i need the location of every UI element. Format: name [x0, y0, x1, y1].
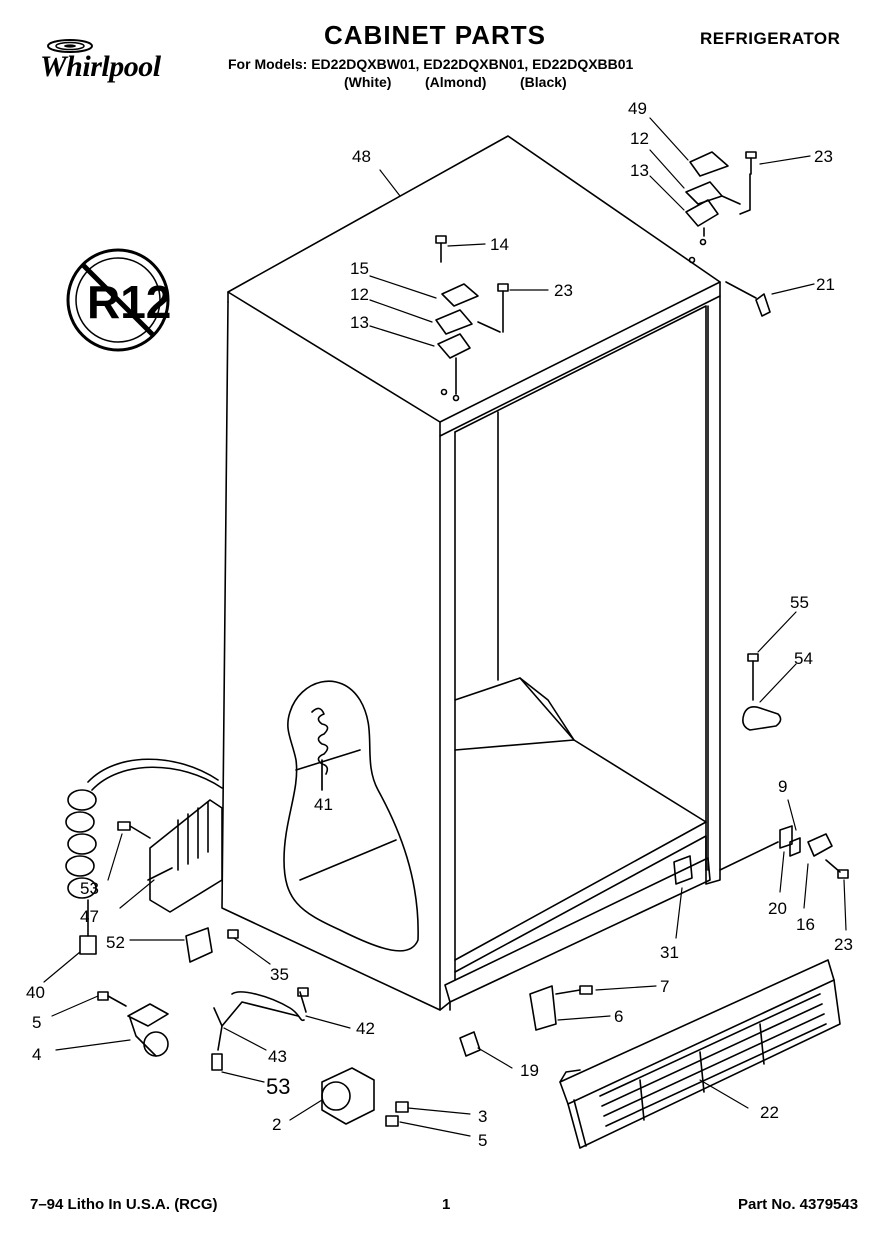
- part-31-block: [673, 855, 693, 885]
- callout-13-center: 13: [350, 313, 369, 332]
- callout-41: 41: [314, 795, 333, 814]
- part-number: Part No. 4379543: [738, 1196, 859, 1213]
- callout-7: 7: [660, 977, 669, 996]
- callout-52: 52: [106, 933, 125, 952]
- callout-21: 21: [816, 275, 835, 294]
- finish-almond: (Almond): [425, 74, 487, 90]
- callout-13-upper: 13: [630, 161, 649, 180]
- part-52-clip: [185, 927, 239, 963]
- callout-35: 35: [270, 965, 289, 984]
- callout-22: 22: [760, 1103, 779, 1122]
- callout-23-center: 23: [554, 281, 573, 300]
- lower-right-bracket-parts: [719, 825, 849, 879]
- callout-47: 47: [80, 907, 99, 926]
- callout-40: 40: [26, 983, 45, 1002]
- caster-right: [321, 1067, 409, 1127]
- callout-53-lower: 53: [266, 1074, 290, 1099]
- spring-part-41: [311, 707, 329, 791]
- callout-19: 19: [520, 1061, 539, 1080]
- part-19-clip: [459, 1031, 481, 1057]
- callout-5-left: 5: [32, 1013, 41, 1032]
- page-title: CABINET PARTS: [324, 20, 546, 50]
- callout-16: 16: [796, 915, 815, 934]
- brand-name: Whirlpool: [40, 50, 161, 83]
- leveler-tube: [211, 987, 309, 1071]
- callout-15: 15: [350, 259, 369, 278]
- center-hinge: [435, 235, 509, 402]
- callout-23-lower: 23: [834, 935, 853, 954]
- callout-20: 20: [768, 899, 787, 918]
- finish-black: (Black): [520, 74, 567, 90]
- callout-31: 31: [660, 943, 679, 962]
- callout-55: 55: [790, 593, 809, 612]
- part-54-bracket: [742, 653, 782, 731]
- callout-9: 9: [778, 777, 787, 796]
- callout-3: 3: [478, 1107, 487, 1126]
- cabinet-shell: [221, 135, 721, 1011]
- r12-badge-text: R12: [87, 276, 171, 328]
- callout-43: 43: [268, 1047, 287, 1066]
- caster-left: [97, 991, 169, 1057]
- toe-grille: [559, 959, 841, 1149]
- callout-53-upper: 53: [80, 879, 99, 898]
- callout-23-upper: 23: [814, 147, 833, 166]
- callout-49: 49: [628, 99, 647, 118]
- r12-badge-icon: [66, 248, 170, 352]
- callout-42: 42: [356, 1019, 375, 1038]
- callout-4: 4: [32, 1045, 41, 1064]
- callout-48: 48: [352, 147, 371, 166]
- whirlpool-logo: Whirlpool: [28, 36, 178, 86]
- model-numbers: For Models: ED22DQXBW01, ED22DQXBN01, ED…: [228, 56, 634, 72]
- logo-swirl-icon: [47, 39, 93, 53]
- print-info: 7–94 Litho In U.S.A. (RCG): [30, 1196, 218, 1213]
- callout-14: 14: [490, 235, 509, 254]
- callout-2: 2: [272, 1115, 281, 1134]
- electrical-box: [117, 799, 223, 913]
- callout-54: 54: [794, 649, 813, 668]
- leader-lines: [43, 117, 847, 1137]
- callout-12-center: 12: [350, 285, 369, 304]
- power-cord-40: [65, 758, 223, 955]
- upper-hinge-right: [685, 151, 757, 264]
- callout-5-right: 5: [478, 1131, 487, 1150]
- part-21-clip: [725, 281, 771, 317]
- part-6-bracket: [529, 985, 593, 1031]
- finish-white: (White): [344, 74, 392, 90]
- page-number: 1: [442, 1196, 451, 1213]
- callout-12-upper: 12: [630, 129, 649, 148]
- appliance-category: REFRIGERATOR: [700, 29, 841, 48]
- callout-6: 6: [614, 1007, 623, 1026]
